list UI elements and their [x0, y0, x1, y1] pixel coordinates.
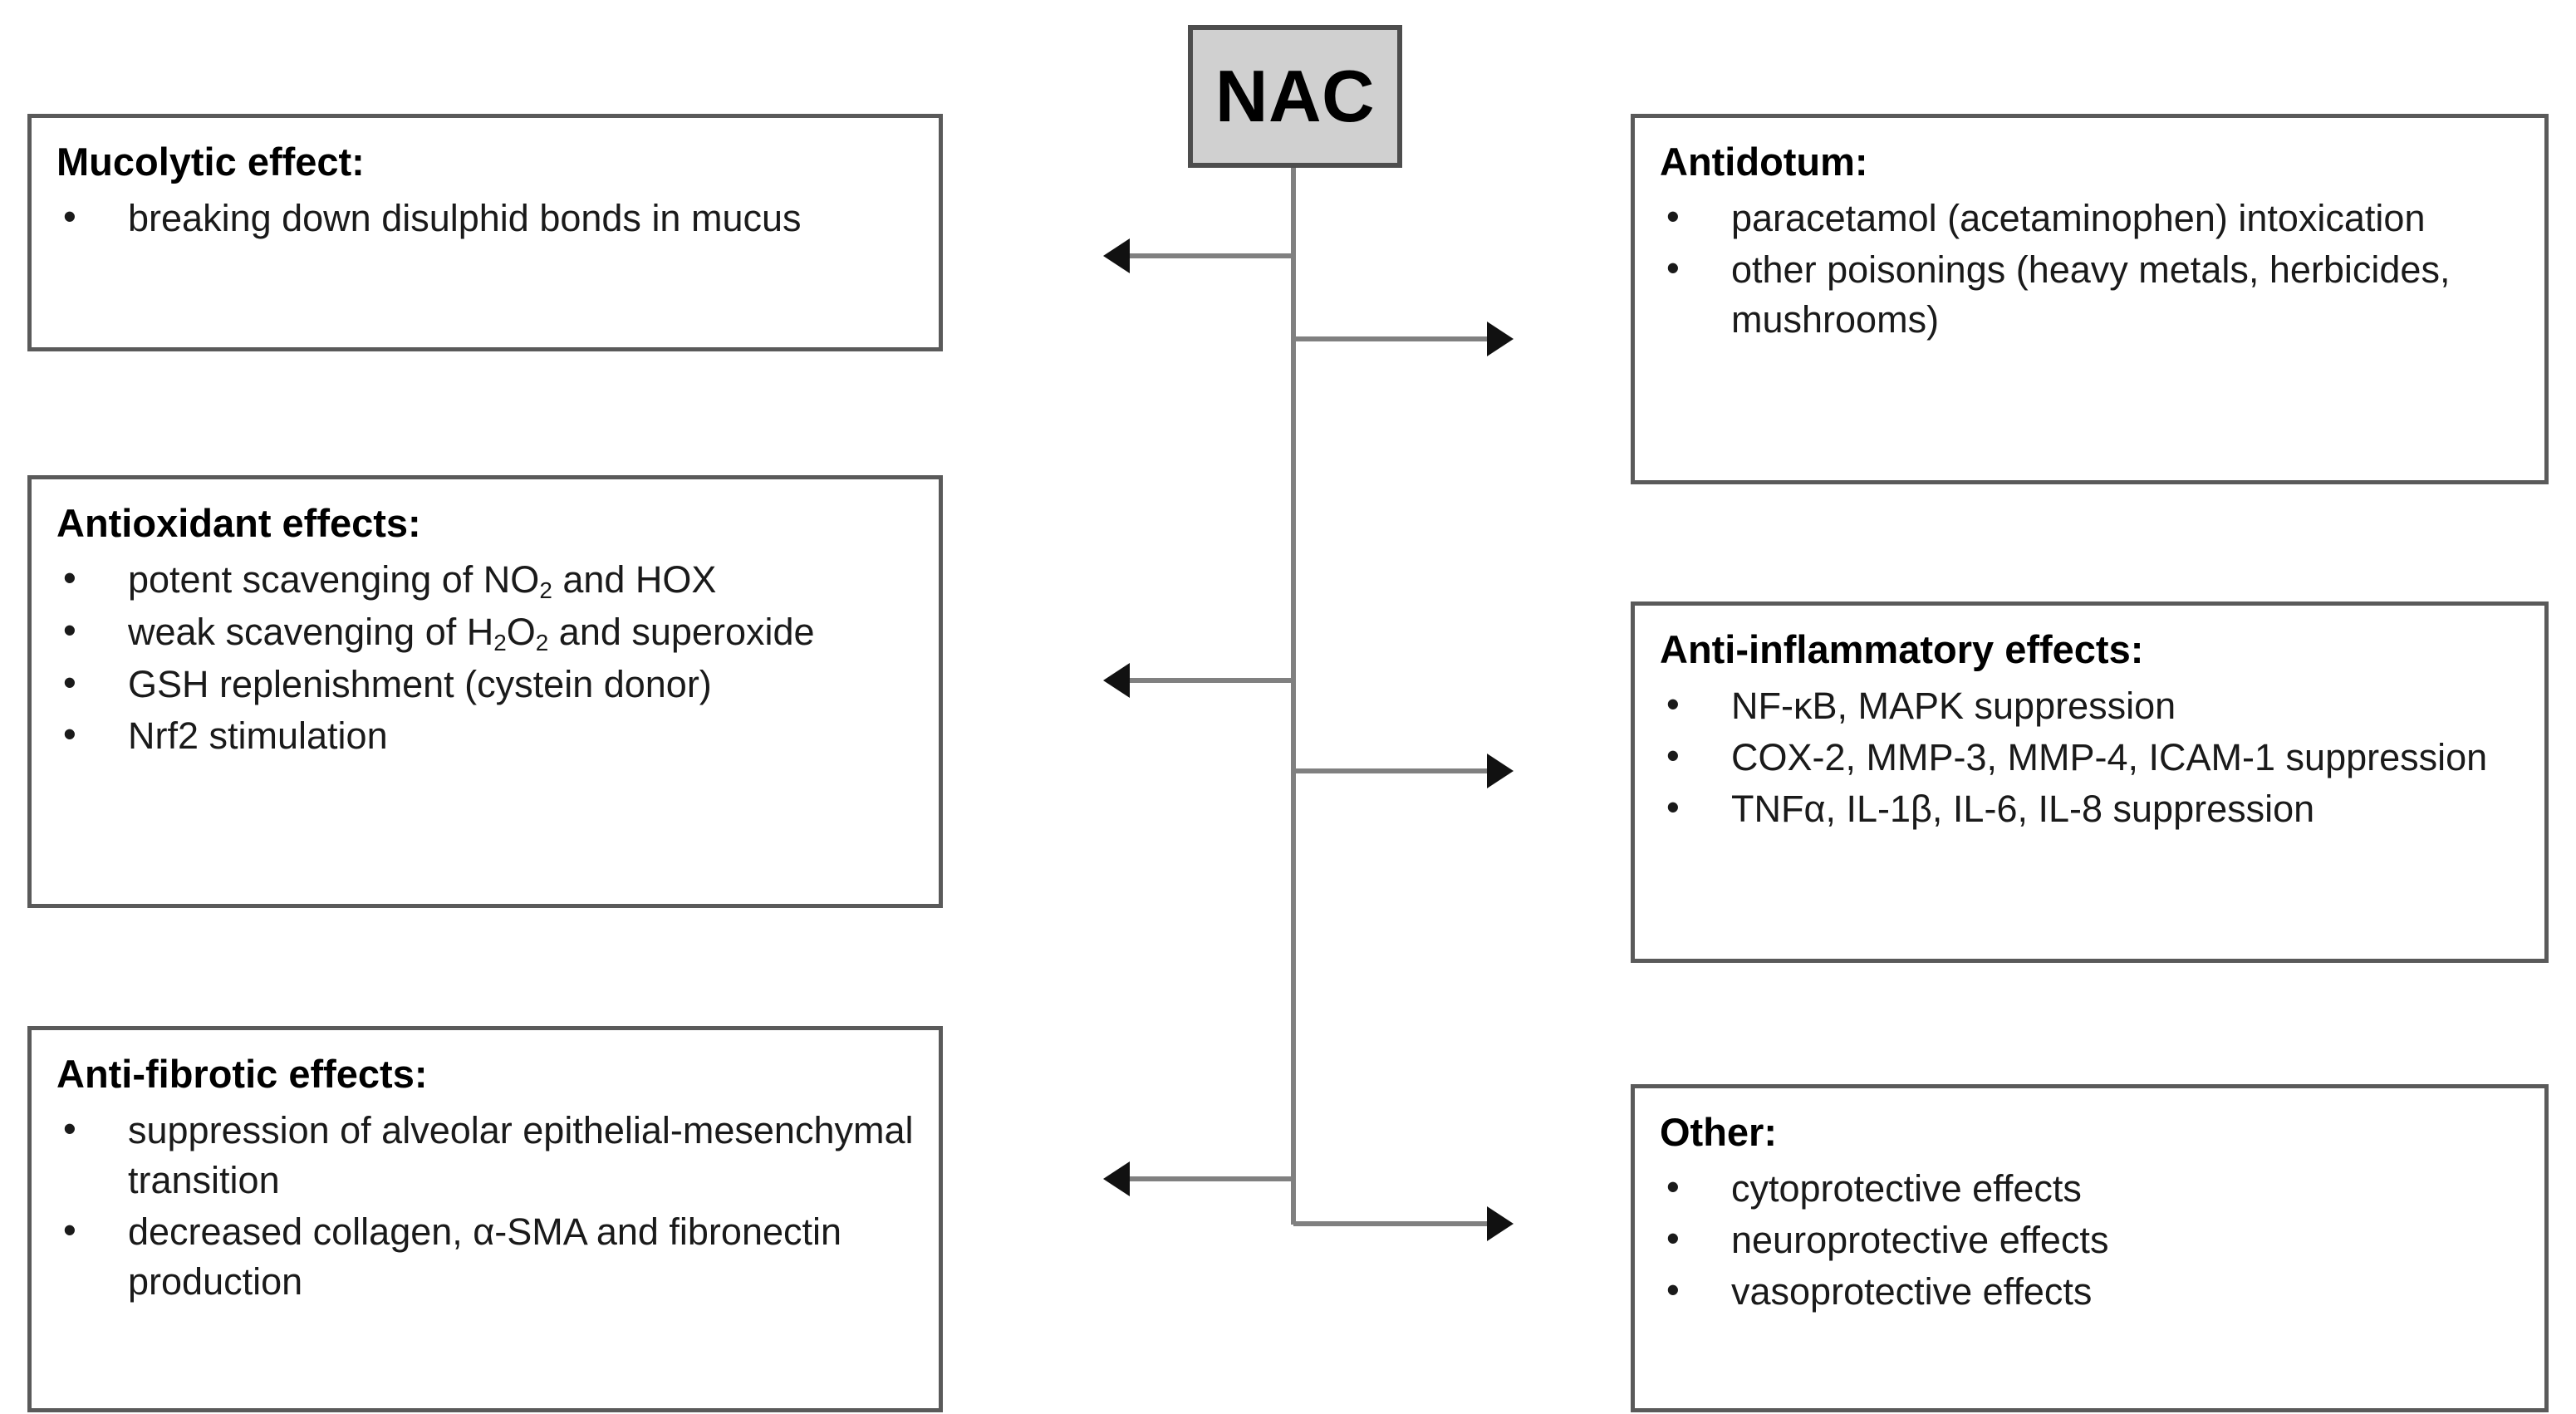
- box-anti-fibrotic-effects: Anti-fibrotic effects: suppression of al…: [27, 1026, 943, 1412]
- arrow-line-to-antioxidant: [1130, 678, 1296, 683]
- arrow-line-to-other: [1293, 1221, 1489, 1226]
- arrow-line-to-antidotum: [1293, 336, 1489, 341]
- box-other-effects: Other: cytoprotective effects neuroprote…: [1631, 1084, 2549, 1412]
- list-item: TNFα, IL-1β, IL-6, IL-8 suppression: [1660, 783, 2523, 834]
- arrow-head-to-antiinflammatory: [1487, 754, 1514, 788]
- list-item: suppression of alveolar epithelial-mesen…: [56, 1104, 917, 1205]
- arrow-line-to-antifibrotic: [1130, 1176, 1296, 1181]
- box-antidotum: Antidotum: paracetamol (acetaminophen) i…: [1631, 114, 2549, 484]
- box-mucolytic-effect: Mucolytic effect: breaking down disulphi…: [27, 114, 943, 351]
- list-item: paracetamol (acetaminophen) intoxication: [1660, 192, 2523, 243]
- arrow-head-to-mucolytic: [1103, 238, 1130, 273]
- box-antifibrotic-title: Anti-fibrotic effects:: [56, 1052, 428, 1096]
- connector-spine: [1291, 168, 1296, 1225]
- box-mucolytic-title: Mucolytic effect:: [56, 140, 365, 184]
- arrow-line-to-antiinflammatory: [1293, 768, 1489, 773]
- list-item: breaking down disulphid bonds in mucus: [56, 192, 917, 243]
- list-item: other poisonings (heavy metals, herbicid…: [1660, 243, 2523, 345]
- list-item: NF-κB, MAPK suppression: [1660, 680, 2523, 731]
- list-item: decreased collagen, α-SMA and fibronecti…: [56, 1205, 917, 1307]
- list-item: vasoprotective effects: [1660, 1265, 2523, 1317]
- box-other-bullets: cytoprotective effects neuroprotective e…: [1660, 1162, 2523, 1317]
- list-item: potent scavenging of NO2 and HOX: [56, 553, 917, 606]
- list-item: cytoprotective effects: [1660, 1162, 2523, 1214]
- box-antioxidant-bullets: potent scavenging of NO2 and HOX weak sc…: [56, 553, 917, 761]
- list-item: Nrf2 stimulation: [56, 709, 917, 761]
- list-item: GSH replenishment (cystein donor): [56, 658, 917, 709]
- nac-node-label: NAC: [1214, 55, 1376, 137]
- box-antiinflammatory-title: Anti-inflammatory effects:: [1660, 627, 2144, 671]
- box-antifibrotic-bullets: suppression of alveolar epithelial-mesen…: [56, 1104, 917, 1307]
- arrow-head-to-other: [1487, 1206, 1514, 1241]
- box-other-title: Other:: [1660, 1110, 1777, 1154]
- arrow-head-to-antifibrotic: [1103, 1161, 1130, 1196]
- nac-node: NAC: [1188, 25, 1402, 168]
- list-item: COX-2, MMP-3, MMP-4, ICAM-1 suppression: [1660, 731, 2523, 783]
- box-antidotum-title: Antidotum:: [1660, 140, 1868, 184]
- arrow-head-to-antidotum: [1487, 322, 1514, 356]
- box-antioxidant-title: Antioxidant effects:: [56, 501, 421, 545]
- arrow-head-to-antioxidant: [1103, 663, 1130, 698]
- box-antioxidant-effects: Antioxidant effects: potent scavenging o…: [27, 475, 943, 908]
- box-mucolytic-bullets: breaking down disulphid bonds in mucus: [56, 192, 917, 243]
- box-antiinflammatory-bullets: NF-κB, MAPK suppression COX-2, MMP-3, MM…: [1660, 680, 2523, 834]
- list-item: weak scavenging of H2O2 and superoxide: [56, 606, 917, 658]
- list-item: neuroprotective effects: [1660, 1214, 2523, 1265]
- box-antidotum-bullets: paracetamol (acetaminophen) intoxication…: [1660, 192, 2523, 345]
- box-anti-inflammatory-effects: Anti-inflammatory effects: NF-κB, MAPK s…: [1631, 601, 2549, 963]
- arrow-line-to-mucolytic: [1130, 253, 1296, 258]
